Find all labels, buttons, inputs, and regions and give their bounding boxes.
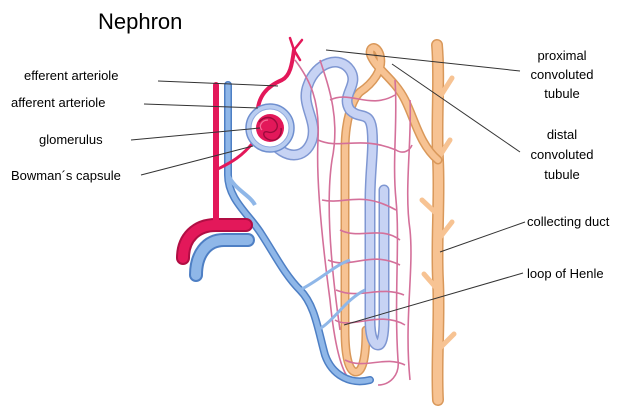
proximal-tubule — [270, 62, 384, 345]
label-proximal-line-2: convoluted — [522, 67, 602, 83]
collecting-duct — [422, 45, 454, 400]
label-loop-of-henle: loop of Henle — [527, 266, 604, 282]
label-distal-line-3: tubule — [522, 167, 602, 183]
leader-glomerulus — [131, 128, 260, 140]
leader-collecting-duct — [440, 222, 525, 252]
label-distal-line-2: convoluted — [522, 147, 602, 163]
label-proximal-line-1: proximal — [522, 48, 602, 64]
label-bowmans-capsule: Bowman´s capsule — [11, 168, 121, 184]
label-collecting-duct: collecting duct — [527, 214, 609, 230]
label-afferent-arteriole: afferent arteriole — [11, 95, 105, 111]
glomerulus — [256, 114, 284, 142]
label-efferent-arteriole: efferent arteriole — [24, 68, 118, 84]
label-proximal-tubule: proximal convoluted tubule — [522, 48, 602, 102]
leader-afferent-arteriole — [144, 104, 258, 108]
leader-bowmans-capsule — [141, 146, 253, 175]
label-proximal-line-3: tubule — [522, 86, 602, 102]
label-glomerulus: glomerulus — [39, 132, 103, 148]
label-distal-tubule: distal convoluted tubule — [522, 127, 602, 183]
label-distal-line-1: distal — [522, 127, 602, 143]
